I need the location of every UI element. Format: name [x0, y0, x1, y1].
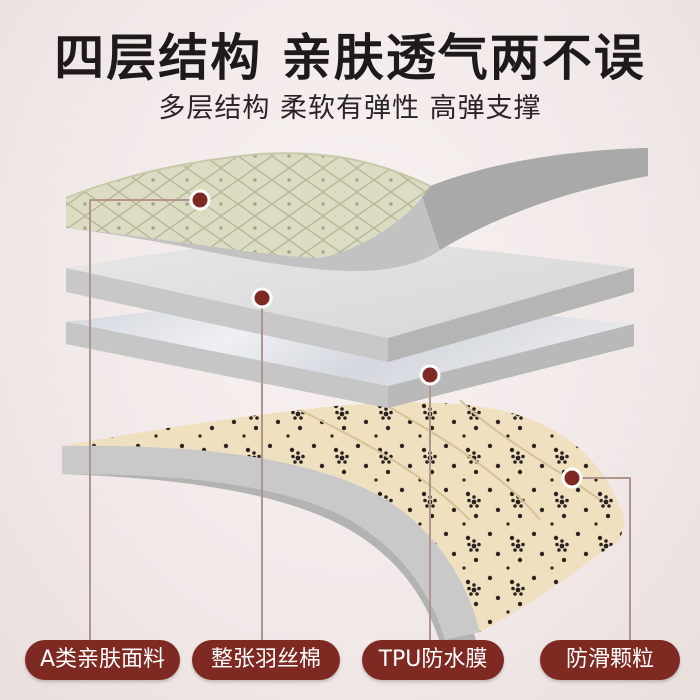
headline-title: 四层结构 亲肤透气两不误 [54, 29, 646, 87]
layer-filling [66, 230, 634, 362]
callout-dot-2 [251, 287, 273, 309]
leader-line-1 [89, 199, 200, 640]
callout-dot-4 [561, 467, 583, 489]
callout-dot-1 [189, 189, 211, 211]
label-tpu-membrane: TPU防水膜 [362, 640, 504, 680]
callout-dots [189, 189, 583, 489]
leader-line-4 [572, 477, 631, 640]
label-fiber-filling: 整张羽丝棉 [192, 640, 340, 680]
layer-top-fabric [65, 148, 648, 271]
label-antislip-particles: 防滑颗粒 [540, 640, 680, 680]
callout-dot-3 [419, 364, 441, 386]
headline-subtitle: 多层结构 柔软有弹性 高弹支撑 [158, 93, 542, 124]
label-skin-fabric: A类亲肤面料 [25, 640, 180, 680]
leader-lines [89, 199, 631, 640]
layer-antislip [62, 399, 625, 660]
